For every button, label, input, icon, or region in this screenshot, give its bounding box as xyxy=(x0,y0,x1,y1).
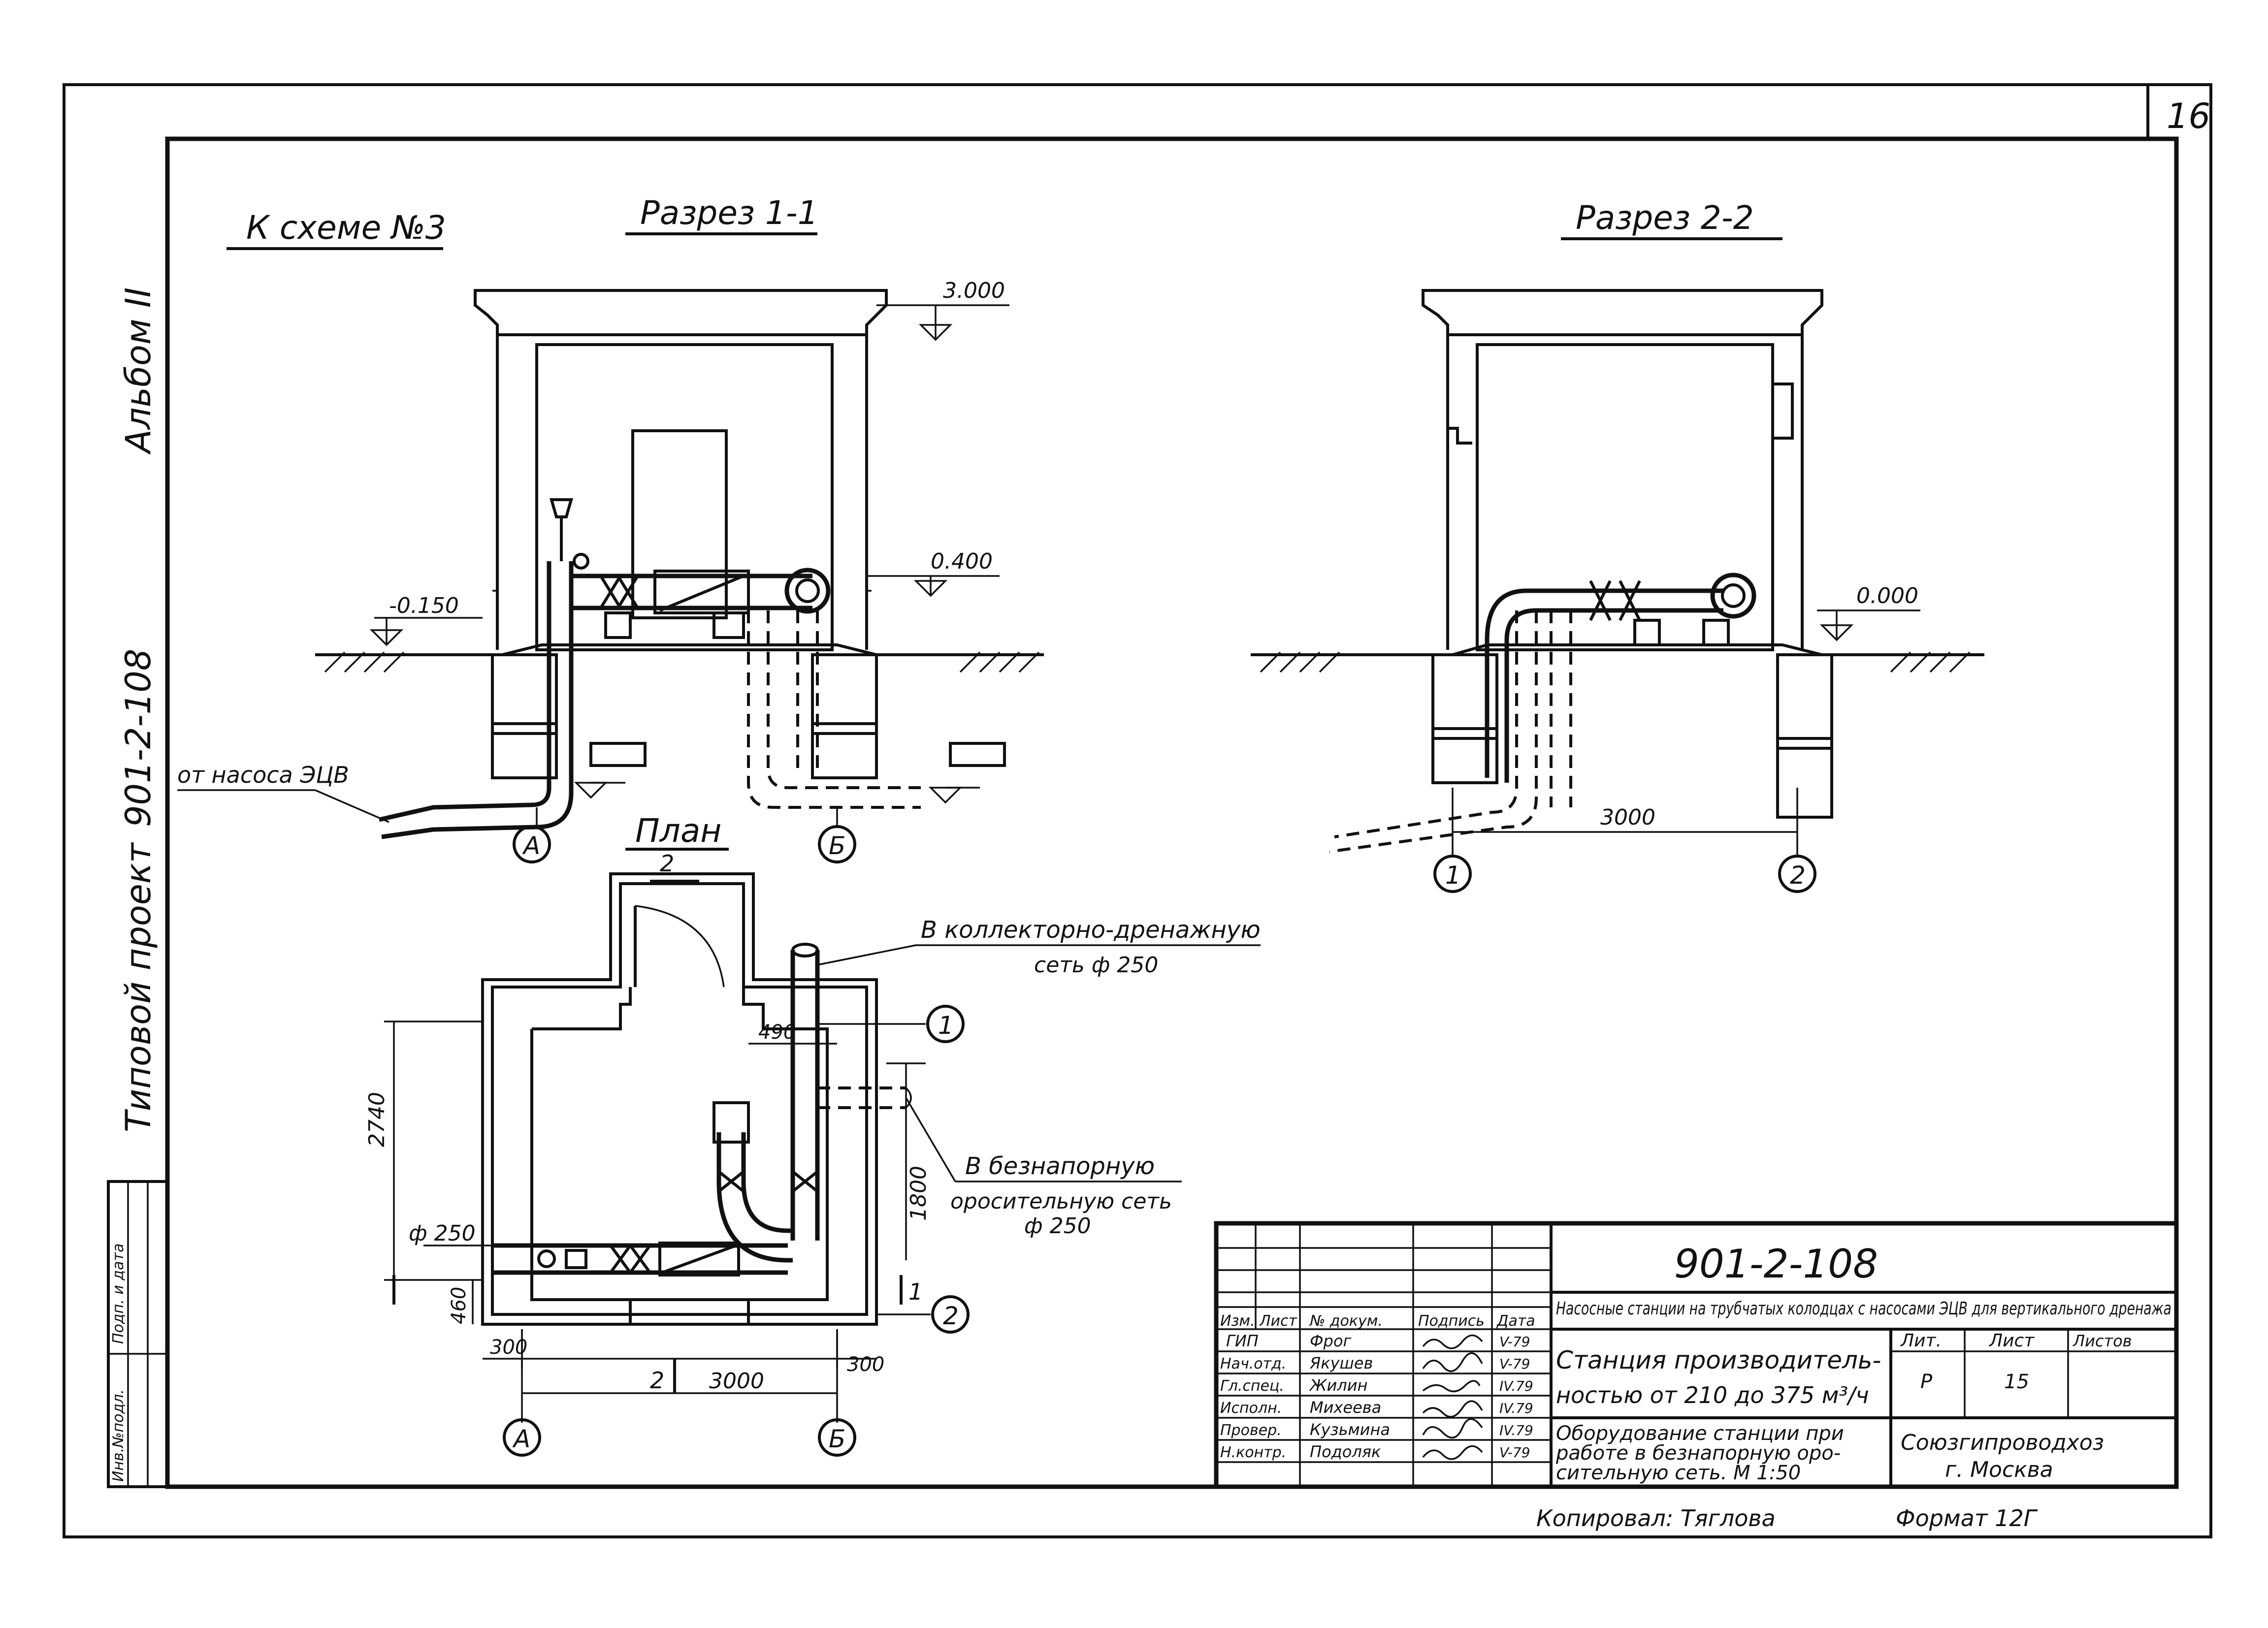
tb-org-2: г. Москва xyxy=(1945,1457,2053,1482)
plan-section-mark-top: 2 xyxy=(660,850,674,877)
sheet-number: 16 xyxy=(2167,96,2210,136)
callout-irrigation-3: ф 250 xyxy=(1024,1213,1091,1239)
tb-sheet-desc-2: работе в безнапорную оро- xyxy=(1555,1442,1841,1465)
sheet-frame: 16 xyxy=(63,83,2212,1538)
section-2-dimension: 3000 xyxy=(1600,805,1655,830)
elev-ground-label: -0.150 xyxy=(389,593,459,618)
tb-role-5: Н.контр. xyxy=(1220,1444,1286,1461)
dim-490: 490 xyxy=(758,1021,796,1044)
tb-name-3: Михеева xyxy=(1310,1398,1381,1417)
tb-col-lit: Лит. xyxy=(1900,1331,1942,1351)
tb-format: Формат 12Г xyxy=(1896,1505,2038,1532)
tb-header-date: Дата xyxy=(1496,1312,1535,1330)
tb-sheet-desc-3: сительную сеть. М 1:50 xyxy=(1556,1462,1801,1484)
tb-copied: Копировал: Тяглова xyxy=(1536,1505,1776,1532)
plan-axis-2: 2 xyxy=(943,1302,959,1330)
tb-station-title-1: Станция производитель- xyxy=(1556,1346,1881,1374)
tb-header-doc: № докум. xyxy=(1309,1312,1383,1330)
tb-header-izm: Изм. xyxy=(1220,1312,1255,1330)
plan-section-mark-bottom: 2 xyxy=(650,1367,664,1394)
plan-axis-b: Б xyxy=(829,1425,845,1453)
plan-axis-a: А xyxy=(512,1425,530,1453)
dim-1800: 1800 xyxy=(906,1166,931,1221)
tb-date-4: IV.79 xyxy=(1499,1422,1533,1438)
section-2-elev-label: 0.000 xyxy=(1856,583,1918,608)
tb-description: Насосные станции на трубчатых колодцах с… xyxy=(1556,1299,2171,1319)
tb-name-0: Фрог xyxy=(1310,1332,1351,1350)
scheme-ref-title: К схеме №3 xyxy=(246,209,446,247)
tb-col-listov: Листов xyxy=(2073,1332,2132,1350)
tb-code: 901-2-108 xyxy=(1674,1241,1878,1287)
pump-label: от насоса ЭЦВ xyxy=(177,762,349,788)
tb-header-list: Лист xyxy=(1259,1312,1298,1330)
plan-title: План xyxy=(635,812,721,850)
tb-date-0: V-79 xyxy=(1499,1334,1530,1350)
tb-name-1: Якушев xyxy=(1309,1354,1373,1373)
section-1-drawing: 3.000 0.400 -0.150 от насоса ЭЦВ А Б xyxy=(177,278,1044,863)
side-album-text: Альбом II xyxy=(118,287,159,455)
callout-irrigation-2: оросительную сеть xyxy=(950,1189,1172,1214)
side-stamp: Инв.№подл. Подп. и дата xyxy=(107,1180,169,1488)
side-project-code: 901-2-108 xyxy=(118,649,159,827)
tb-val-list: 15 xyxy=(2004,1371,2029,1393)
side-project-type: Типовой проект xyxy=(118,842,159,1132)
tb-org-1: Союзгипроводхоз xyxy=(1901,1430,2104,1455)
tb-date-1: V-79 xyxy=(1499,1356,1530,1372)
tb-val-lit: Р xyxy=(1920,1371,1933,1393)
elev-top-label: 3.000 xyxy=(943,278,1005,303)
tb-date-3: IV.79 xyxy=(1499,1400,1533,1416)
dim-300-left: 300 xyxy=(490,1336,527,1359)
dim-2740: 2740 xyxy=(364,1092,389,1147)
section-2-title: Разрез 2-2 xyxy=(1576,199,1754,237)
callout-irrigation-1: В безнапорную xyxy=(965,1152,1155,1180)
tb-name-4: Кузьмина xyxy=(1310,1420,1390,1439)
plan-axis-1: 1 xyxy=(938,1011,954,1040)
tb-name-2: Жилин xyxy=(1309,1376,1367,1395)
dim-3000: 3000 xyxy=(709,1369,764,1394)
tb-role-0: ГИП xyxy=(1226,1332,1259,1350)
side-stamp-sign: Подп. и дата xyxy=(110,1244,127,1344)
view-titles: К схеме №3 Разрез 1-1 Разрез 2-2 План xyxy=(227,194,1782,851)
tb-role-2: Гл.спец. xyxy=(1220,1377,1284,1395)
section-2-drawing: 0.000 3000 1 2 xyxy=(1251,289,1984,893)
side-texts: Альбом II 901-2-108 Типовой проект xyxy=(118,287,159,1132)
tb-station-title-2: ностью от 210 до 375 м³/ч xyxy=(1556,1382,1869,1408)
side-stamp-inv: Инв.№подл. xyxy=(110,1389,127,1482)
dim-300-right: 300 xyxy=(847,1353,884,1376)
tb-header-sign: Подпись xyxy=(1418,1312,1485,1330)
elev-pipe-label: 0.400 xyxy=(931,549,993,574)
tb-role-4: Провер. xyxy=(1220,1422,1282,1439)
section-1-axis-b: Б xyxy=(829,831,845,860)
title-block: Изм. Лист № докум. Подпись Дата ГИП Фрог… xyxy=(1214,1221,2179,1532)
callout-collector-2: сеть ф 250 xyxy=(1034,953,1158,978)
tb-role-3: Исполн. xyxy=(1220,1400,1282,1417)
plan-drawing: 2 В коллекторно-дренажную сеть ф 250 1 xyxy=(364,850,1261,1457)
section-2-axis-2: 2 xyxy=(1790,861,1806,890)
tb-date-2: IV.79 xyxy=(1499,1378,1533,1394)
tb-date-5: V-79 xyxy=(1499,1444,1530,1461)
signature-marks xyxy=(1422,1334,1483,1460)
tb-sheet-desc-1: Оборудование станции при xyxy=(1556,1422,1844,1445)
section-2-axis-1: 1 xyxy=(1445,861,1461,890)
plan-section-mark-right: 1 xyxy=(908,1278,923,1305)
tb-col-list: Лист xyxy=(1988,1331,2035,1351)
dim-460: 460 xyxy=(448,1287,470,1324)
plan-pipe-phi: ф 250 xyxy=(409,1221,476,1246)
tb-role-1: Нач.отд. xyxy=(1220,1355,1286,1373)
callout-collector-1: В коллекторно-дренажную xyxy=(921,916,1261,944)
tb-name-5: Подоляк xyxy=(1310,1442,1381,1461)
section-1-axis-a: А xyxy=(522,831,540,860)
section-1-title: Разрез 1-1 xyxy=(640,194,818,232)
